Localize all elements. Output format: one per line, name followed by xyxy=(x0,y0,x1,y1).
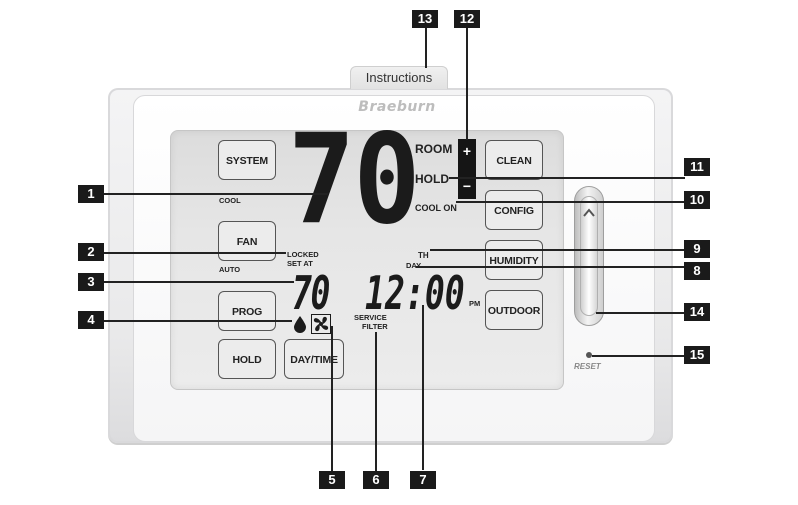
day-label: DAY xyxy=(406,261,422,270)
set-temperature: 70 xyxy=(292,266,330,320)
room-label: ROOM xyxy=(415,142,453,156)
system-mode: COOL xyxy=(219,196,241,205)
callout-4: 4 xyxy=(78,311,104,329)
brand-logo: Braeburn xyxy=(358,99,436,115)
prog-button[interactable]: PROG xyxy=(218,291,276,331)
callout-11: 11 xyxy=(684,158,710,176)
callout-line-1 xyxy=(104,193,328,195)
fan-mode: AUTO xyxy=(219,265,241,274)
callout-line-6 xyxy=(375,332,377,472)
pm-indicator: PM xyxy=(469,299,481,308)
cool-on-indicator: COOL ON xyxy=(415,203,457,213)
day-time-button[interactable]: DAY/TIME xyxy=(284,339,344,379)
callout-line-15 xyxy=(592,355,684,357)
callout-line-13 xyxy=(425,28,427,68)
filter-label: FILTER xyxy=(362,322,388,331)
room-temperature: 70 xyxy=(288,108,421,252)
callout-line-8 xyxy=(416,266,686,268)
callout-15: 15 xyxy=(684,346,710,364)
callout-line-5 xyxy=(331,326,333,471)
service-label: SERVICE xyxy=(354,313,387,322)
chevron-up-icon xyxy=(583,208,595,217)
callout-line-4 xyxy=(104,320,292,322)
callout-line-2 xyxy=(104,252,286,254)
callout-line-10 xyxy=(456,201,684,203)
config-button[interactable]: CONFIG xyxy=(485,190,543,230)
callout-line-7 xyxy=(422,305,424,470)
locked-indicator: LOCKED xyxy=(287,250,319,259)
callout-14: 14 xyxy=(684,303,710,321)
hold-indicator: HOLD xyxy=(415,172,449,186)
clean-button[interactable]: CLEAN xyxy=(485,140,543,180)
instructions-tab[interactable]: Instructions xyxy=(350,66,448,89)
callout-6: 6 xyxy=(363,471,389,489)
callout-line-12 xyxy=(466,28,468,140)
system-button[interactable]: SYSTEM xyxy=(218,140,276,180)
hold-button[interactable]: HOLD xyxy=(218,339,276,379)
fan-button[interactable]: FAN xyxy=(218,221,276,261)
clock-display: 12:00 xyxy=(365,266,465,320)
callout-line-14 xyxy=(596,312,684,314)
callout-5: 5 xyxy=(319,471,345,489)
reset-label: RESET xyxy=(574,362,601,371)
outdoor-button[interactable]: OUTDOOR xyxy=(485,290,543,330)
humidity-button[interactable]: HUMIDITY xyxy=(485,240,543,280)
callout-line-9 xyxy=(430,249,686,251)
callout-line-3 xyxy=(104,281,294,283)
callout-line-11 xyxy=(449,177,685,179)
callout-3: 3 xyxy=(78,273,104,291)
fan-icon xyxy=(311,314,331,334)
callout-1: 1 xyxy=(78,185,104,203)
temp-adjust-control xyxy=(458,139,476,199)
slider-door[interactable] xyxy=(580,196,598,316)
set-at-label: SET AT xyxy=(287,259,313,268)
humidity-drop-icon xyxy=(294,316,306,333)
callout-9: 9 xyxy=(684,240,710,258)
callout-13: 13 xyxy=(412,10,438,28)
reset-button[interactable] xyxy=(586,352,592,358)
weekday-indicator: TH xyxy=(418,251,429,260)
callout-7: 7 xyxy=(410,471,436,489)
callout-12: 12 xyxy=(454,10,480,28)
callout-10: 10 xyxy=(684,191,710,209)
minus-button[interactable]: − xyxy=(462,178,472,194)
plus-button[interactable]: + xyxy=(462,143,472,159)
callout-2: 2 xyxy=(78,243,104,261)
callout-8: 8 xyxy=(684,262,710,280)
